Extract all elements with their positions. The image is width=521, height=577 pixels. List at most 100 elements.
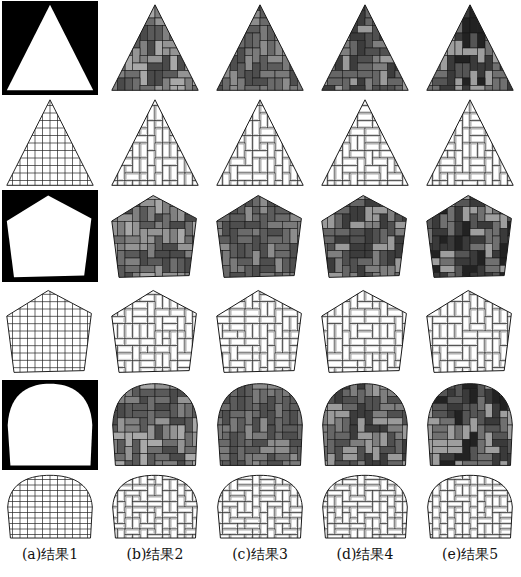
brick: [238, 63, 246, 78]
brick: [403, 63, 411, 78]
mesh-line: [5, 287, 95, 288]
brick-outline: [350, 338, 365, 345]
brick: [185, 48, 193, 63]
brick-outline: [245, 309, 260, 316]
brick-inner: [404, 354, 409, 366]
brick-inner: [156, 144, 161, 157]
brick-outline: [433, 166, 441, 181]
brick-outline: [365, 353, 373, 368]
brick-outline: [365, 166, 380, 174]
brick: [260, 243, 268, 258]
brick: [223, 221, 231, 236]
brick: [388, 33, 396, 48]
mesh-line: [95, 98, 96, 188]
brick-outline: [463, 338, 478, 345]
brick: [343, 11, 351, 26]
brick: [388, 251, 396, 266]
brick: [268, 56, 283, 64]
brick-inner: [396, 152, 409, 157]
brick-inner: [441, 182, 446, 187]
brick-inner: [194, 288, 199, 300]
brick-inner: [194, 362, 199, 374]
brick: [178, 258, 186, 273]
brick-inner: [396, 129, 409, 134]
brick-inner: [449, 303, 454, 315]
brick-inner: [464, 144, 469, 157]
brick: [125, 71, 140, 79]
brick-outline: [440, 287, 448, 302]
brick-inner: [479, 182, 484, 187]
brick: [395, 41, 403, 56]
brick: [455, 56, 470, 64]
brick-outline: [275, 309, 283, 324]
brick-inner: [254, 303, 259, 308]
brick-inner: [344, 107, 357, 112]
brick: [508, 18, 516, 33]
brick-inner: [261, 354, 266, 366]
brick-outline: [425, 128, 433, 143]
brick: [185, 214, 200, 221]
brick: [230, 41, 238, 56]
brick-inner: [344, 288, 349, 300]
brick-outline: [440, 98, 455, 106]
brick-inner: [149, 152, 154, 165]
brick-outline: [118, 324, 126, 339]
brick-outline: [425, 143, 440, 151]
brick-outline: [320, 98, 328, 113]
brick-inner: [156, 296, 161, 308]
brick-outline: [140, 346, 148, 353]
brick-outline: [365, 181, 380, 189]
brick-inner: [344, 99, 357, 104]
brick-outline: [155, 331, 163, 346]
brick-outline: [425, 121, 440, 129]
brick-inner: [291, 182, 296, 187]
brick-outline: [260, 302, 268, 317]
brick: [170, 389, 178, 403]
brick-outline: [125, 166, 133, 174]
brick-outline: [358, 158, 366, 173]
brick-outline: [433, 346, 441, 353]
brick: [470, 192, 485, 199]
brick: [328, 258, 336, 273]
brick-inner: [179, 99, 192, 104]
brick-inner: [171, 310, 184, 315]
brick-outline: [148, 136, 156, 151]
brick-outline: [118, 166, 126, 181]
brick-inner: [449, 152, 454, 157]
brick: [448, 236, 456, 251]
brick-outline: [358, 331, 373, 338]
brick-inner: [351, 318, 364, 323]
brick-inner: [321, 288, 326, 300]
brick-outline: [463, 143, 471, 158]
brick-outline: [185, 294, 193, 309]
brick-inner: [216, 129, 221, 142]
brick: [140, 251, 148, 266]
brick-outline: [373, 294, 388, 301]
brick-inner: [126, 114, 131, 127]
brick-inner: [501, 144, 506, 157]
brick-inner: [449, 288, 462, 293]
brick-inner: [186, 122, 191, 135]
brick: [343, 251, 351, 266]
brick-inner: [404, 114, 409, 127]
brick-outline: [350, 309, 365, 316]
brick: [373, 214, 381, 221]
brick: [178, 229, 186, 244]
brick: [380, 265, 388, 280]
brick: [335, 11, 343, 19]
brick: [260, 56, 268, 71]
brick-inner: [111, 99, 116, 112]
brick-inner: [426, 99, 431, 112]
brick-inner: [141, 340, 154, 345]
brick-inner: [434, 318, 447, 323]
brick-outline: [133, 98, 141, 106]
brick: [193, 18, 201, 33]
brick-inner: [111, 340, 124, 345]
brick: [148, 236, 156, 243]
brick-inner: [224, 129, 229, 142]
brick: [478, 207, 486, 222]
brick-outline: [298, 166, 306, 181]
brick: [433, 192, 441, 199]
brick: [395, 199, 403, 214]
brick-outline: [365, 316, 380, 323]
